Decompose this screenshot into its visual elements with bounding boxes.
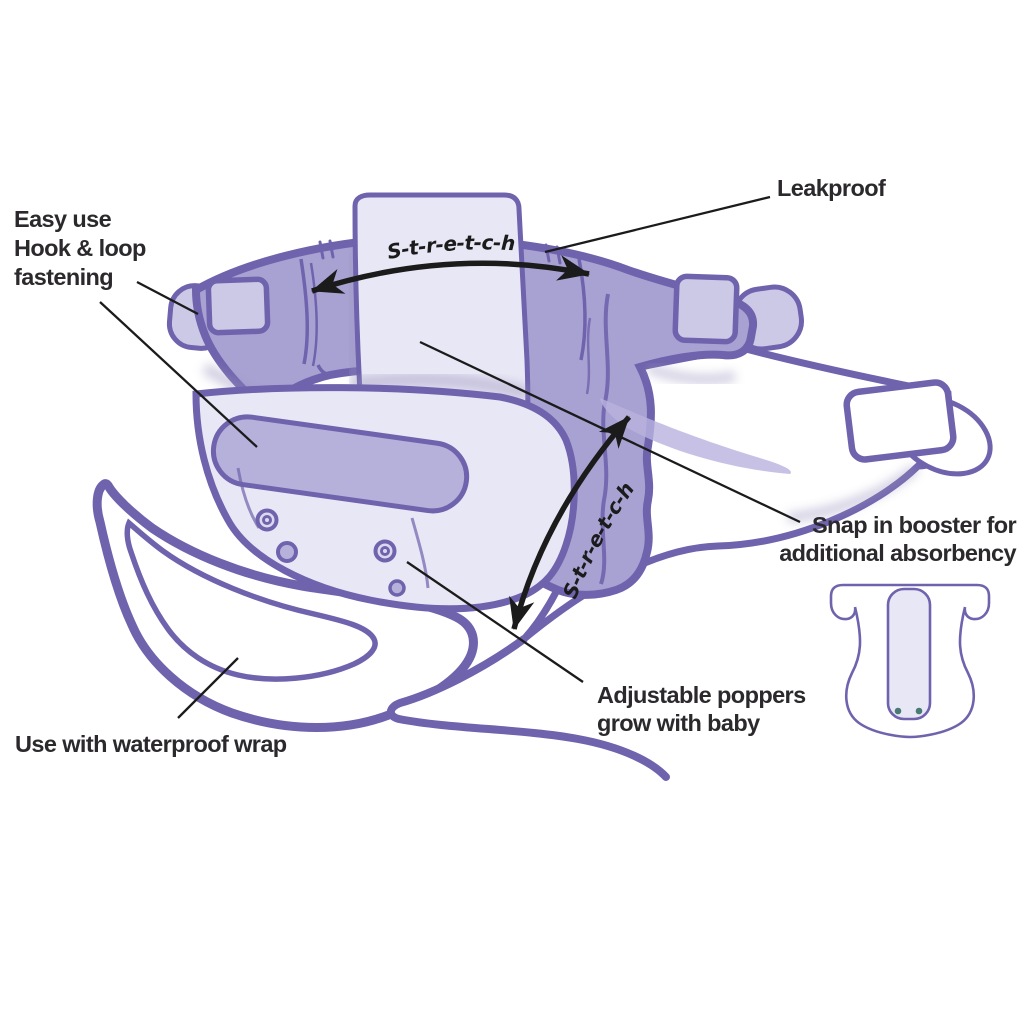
gusset-squiggle-small	[585, 317, 592, 395]
band-hook-crease	[316, 364, 338, 377]
leader-hook-loop-tab	[136, 280, 199, 316]
leader-leakproof	[544, 195, 771, 254]
leader-waterproof-wrap	[177, 657, 239, 719]
svg-text:fastening: fastening	[14, 264, 113, 290]
label-snap-booster: Snap in booster for additional absorbenc…	[779, 512, 1017, 566]
wing-tail-edge	[386, 635, 670, 781]
leader-hook-loop-strip	[99, 301, 258, 448]
svg-text:Easy use: Easy use	[14, 206, 112, 232]
label-waterproof-wrap: Use with waterproof wrap	[15, 731, 287, 757]
popper-snap-ring-2	[373, 539, 397, 563]
popper-snap-ring	[255, 508, 279, 532]
popper-snap-filled	[276, 541, 298, 563]
shadow-under-tab	[646, 363, 737, 385]
leader-adjustable-poppers	[406, 561, 584, 683]
svg-text:Snap in booster for: Snap in booster for	[812, 512, 1016, 538]
svg-text:additional absorbency: additional absorbency	[779, 540, 1016, 566]
stretch-arrow-waist	[311, 255, 590, 294]
waterproof-wrap	[92, 479, 478, 732]
icon-snap-dot-right	[915, 707, 923, 715]
leader-snap-booster	[419, 340, 801, 524]
wing-tab-outline	[843, 379, 957, 463]
popper-snap-ring-2-center	[380, 546, 390, 556]
icon-booster-pad	[886, 587, 932, 721]
shadow-on-pad	[354, 373, 530, 401]
front-panel	[192, 384, 578, 613]
label-leakproof: Leakproof	[777, 175, 886, 201]
band-crease-left	[299, 258, 310, 365]
icon-snap-dot-left	[894, 707, 902, 715]
popper-snap-small	[388, 579, 406, 597]
svg-text:Hook & loop: Hook & loop	[14, 235, 146, 261]
svg-text:grow with baby: grow with baby	[597, 710, 760, 736]
stretch-arrow-leg	[509, 415, 632, 630]
svg-text:Adjustable poppers: Adjustable poppers	[597, 682, 806, 708]
leg-binding-stripe	[600, 398, 791, 474]
right-tab-pad	[672, 273, 740, 345]
popper-snap-ring-center	[262, 515, 272, 525]
panel-crease-right	[410, 517, 430, 589]
label-adjustable-poppers: Adjustable poppers grow with baby	[597, 682, 807, 736]
shadow-under-cap	[787, 464, 920, 523]
label-easy-use: Easy use Hook & loop fastening	[14, 206, 147, 290]
booster-diaper-icon	[829, 583, 991, 739]
left-tab-pad	[205, 276, 271, 336]
wrap-inner-seam	[124, 518, 378, 682]
band-stitch-dashes	[318, 239, 562, 265]
hook-loop-landing-strip	[210, 414, 470, 514]
